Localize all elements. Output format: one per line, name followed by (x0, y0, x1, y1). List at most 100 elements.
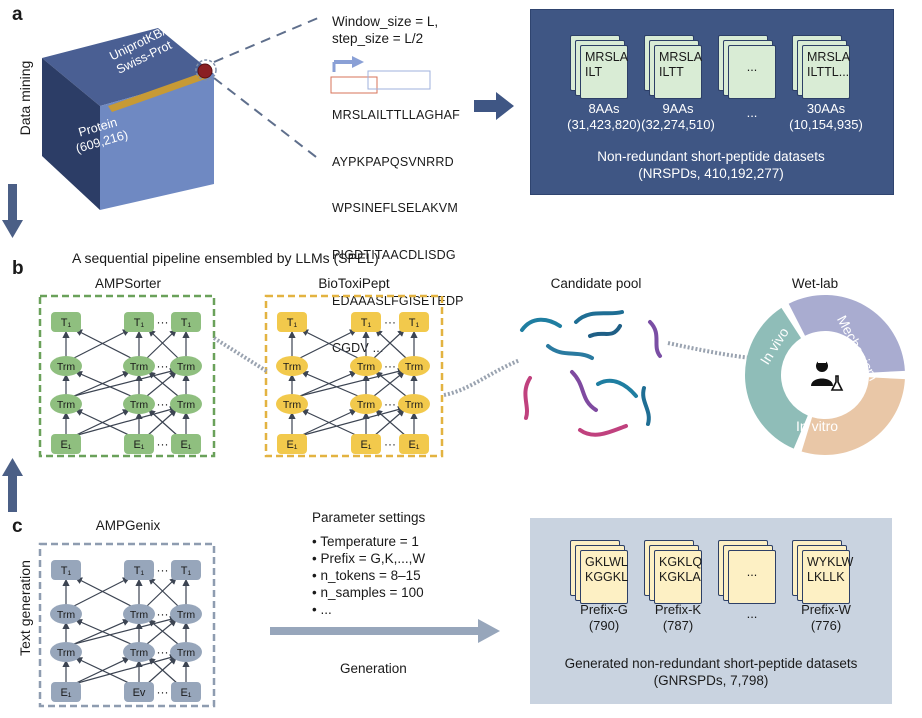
embedding-label: E₁ (180, 439, 191, 451)
connection-arrow (73, 406, 178, 437)
connection-arrow (146, 329, 177, 359)
dataset-document-stack: MRSLA ILTTL... (792, 35, 862, 99)
connection-arrow (146, 577, 177, 607)
output-token-label: T₁ (361, 317, 372, 329)
ellipsis-dots: ··· (157, 685, 169, 699)
transformer-node (123, 394, 155, 414)
embedding-node (277, 434, 307, 454)
dataset-count-label: Prefix-K (787) (654, 602, 702, 633)
transformer-node (398, 356, 430, 376)
transformer-label: Trm (57, 399, 76, 411)
embedding-label: E₁ (60, 439, 71, 451)
sequence-seg-1: MRSL (332, 108, 368, 122)
peptide (520, 317, 562, 332)
connection-arrow (73, 577, 131, 607)
ellipsis-dots: ··· (157, 645, 169, 659)
connection-arrow (74, 371, 132, 397)
transformer-label: Trm (57, 647, 76, 659)
connection-arrow (148, 577, 179, 607)
param-item: • n_samples = 100 (312, 585, 424, 600)
link-ampsorter-biotoxipept (212, 336, 270, 374)
peptide (596, 378, 638, 398)
ellipsis-dots: ··· (157, 315, 169, 329)
param-item: • n_tokens = 8–15 (312, 568, 421, 583)
ellipsis-dots: ··· (384, 437, 396, 451)
connection-arrow (373, 371, 405, 397)
wetlab-invivo-segment (745, 307, 808, 449)
transformer-label: Trm (130, 647, 149, 659)
output-token-label: T₁ (409, 317, 420, 329)
dataset-count-label: Prefix-G (790) (580, 602, 628, 633)
transformer-label: Trm (130, 609, 149, 621)
document-page-front: WYKLW LKLLK (802, 550, 853, 604)
peptide (648, 320, 662, 358)
connection-arrow (375, 329, 407, 359)
protein-sequence: MRSLAILTTLLAGHAF AYPKPAPQSVNRRD WPSINEFL… (332, 77, 464, 372)
wetlab-invitro-segment (801, 377, 905, 455)
transformer-node (50, 394, 82, 414)
panel-c-letter: c (12, 516, 23, 537)
dataset-document-stack: MRSLA ILT (570, 35, 640, 99)
peptide (641, 386, 651, 426)
output-token-label: T₁ (287, 317, 298, 329)
transformer-node (50, 356, 82, 376)
output-token-label: T₁ (181, 565, 192, 577)
document-page-front: KGKLQ KGKLA (654, 550, 702, 604)
transformer-node (50, 642, 82, 662)
dataset-count-label: 9AAs (32,274,510) (641, 101, 715, 132)
transformer-label: Trm (57, 361, 76, 373)
transformer-node (170, 642, 202, 662)
ampgenix-frame (38, 542, 216, 708)
transformer-label: Trm (177, 647, 196, 659)
transformer-node (123, 604, 155, 624)
transformer-label: Trm (57, 609, 76, 621)
embedding-node (399, 434, 429, 454)
wetlab-ring (745, 295, 905, 455)
connection-arrow (73, 409, 131, 437)
sequence-line: AYPKPAPQSVNRRD (332, 154, 454, 169)
parameter-settings: Parameter settings • Temperature = 1 • P… (312, 510, 425, 618)
dataset-document-stack: GKLWL KGGKL (570, 540, 640, 604)
transformer-node (276, 356, 308, 376)
connection-arrow (73, 657, 131, 685)
embedding-node (124, 682, 154, 702)
candidate-pool-title: Candidate pool (550, 276, 642, 291)
wetlab-mechanism-segment (788, 295, 905, 373)
window-params: Window_size = L, step_size = L/2 (332, 13, 438, 47)
dataset-count-label: ... (746, 606, 758, 621)
transformer-node (123, 642, 155, 662)
connection-arrow (373, 329, 405, 359)
peptide (578, 424, 628, 437)
dataset-document-stack: WYKLW LKLLK (792, 540, 862, 604)
peptide (588, 324, 622, 338)
connection-arrow (299, 367, 406, 397)
dataset-count-label: ... (746, 105, 758, 120)
connection-arrow (73, 619, 131, 645)
output-token-node (399, 312, 429, 332)
transformer-label: Trm (130, 361, 149, 373)
connection-arrow (73, 654, 178, 685)
embedding-label: E₁ (180, 687, 191, 699)
document-page-front: MRSLA ILTTL... (802, 45, 850, 99)
connection-arrow (300, 329, 359, 359)
ampsorter-title: AMPSorter (94, 276, 162, 291)
param-item: • Temperature = 1 (312, 534, 419, 549)
embedding-label: E₁ (133, 439, 144, 451)
wetlab-title: Wet-lab (791, 276, 839, 291)
transformer-node (123, 356, 155, 376)
sequence-line: WPSINEFLSELAKVM (332, 201, 458, 215)
sequence-seg-4: GHAF (424, 108, 461, 122)
connection-arrow (373, 409, 405, 437)
document-page-front: MRSLA ILTT (654, 45, 702, 99)
connection-arrow (299, 371, 358, 397)
output-token-node (124, 560, 154, 580)
embedding-label: E₁ (286, 439, 297, 451)
output-token-label: T₁ (181, 317, 192, 329)
document-page-front: GKLWL KGGKL (580, 550, 628, 604)
transformer-label: Trm (177, 361, 196, 373)
sequence-first-line: MRSLAILTTLLAGHAF (332, 108, 464, 124)
embedding-label: E₁ (360, 439, 371, 451)
connection-arrow (73, 329, 131, 359)
